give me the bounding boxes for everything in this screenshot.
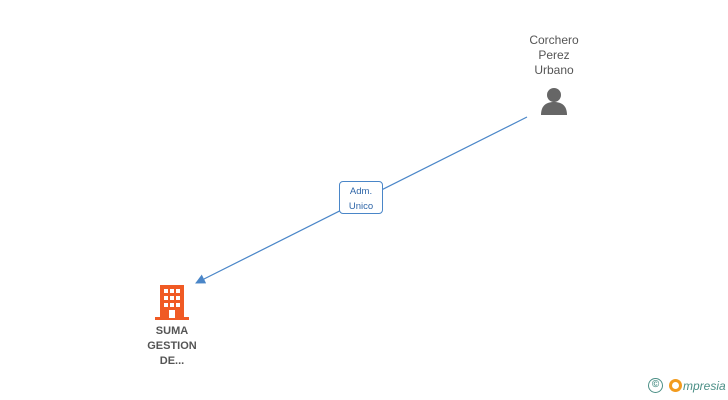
empresia-logo-icon <box>669 379 682 393</box>
company-name-line-1: SUMA <box>155 325 189 337</box>
brand-text: mpresia <box>683 378 726 393</box>
relation-label-line-1: Adm. <box>349 186 373 197</box>
person-name-line-2: Perez <box>538 48 570 62</box>
person-icon <box>541 88 567 115</box>
relation-label-line-2: Unico <box>348 201 374 212</box>
relation-label[interactable]: Adm. Unico <box>339 181 383 214</box>
person-name-line-1: Corchero <box>529 33 579 47</box>
person-name-line-3: Urbano <box>534 63 574 77</box>
person-node[interactable]: Corchero Perez Urbano <box>508 33 600 116</box>
company-node[interactable]: SUMA GESTION DE... <box>130 284 214 369</box>
company-name-line-2: GESTION <box>147 340 197 352</box>
company-name-line-3: DE... <box>159 355 185 367</box>
copyright-icon: © <box>648 378 663 394</box>
empresia-watermark: © mpresia <box>648 378 726 400</box>
building-icon <box>155 285 189 320</box>
